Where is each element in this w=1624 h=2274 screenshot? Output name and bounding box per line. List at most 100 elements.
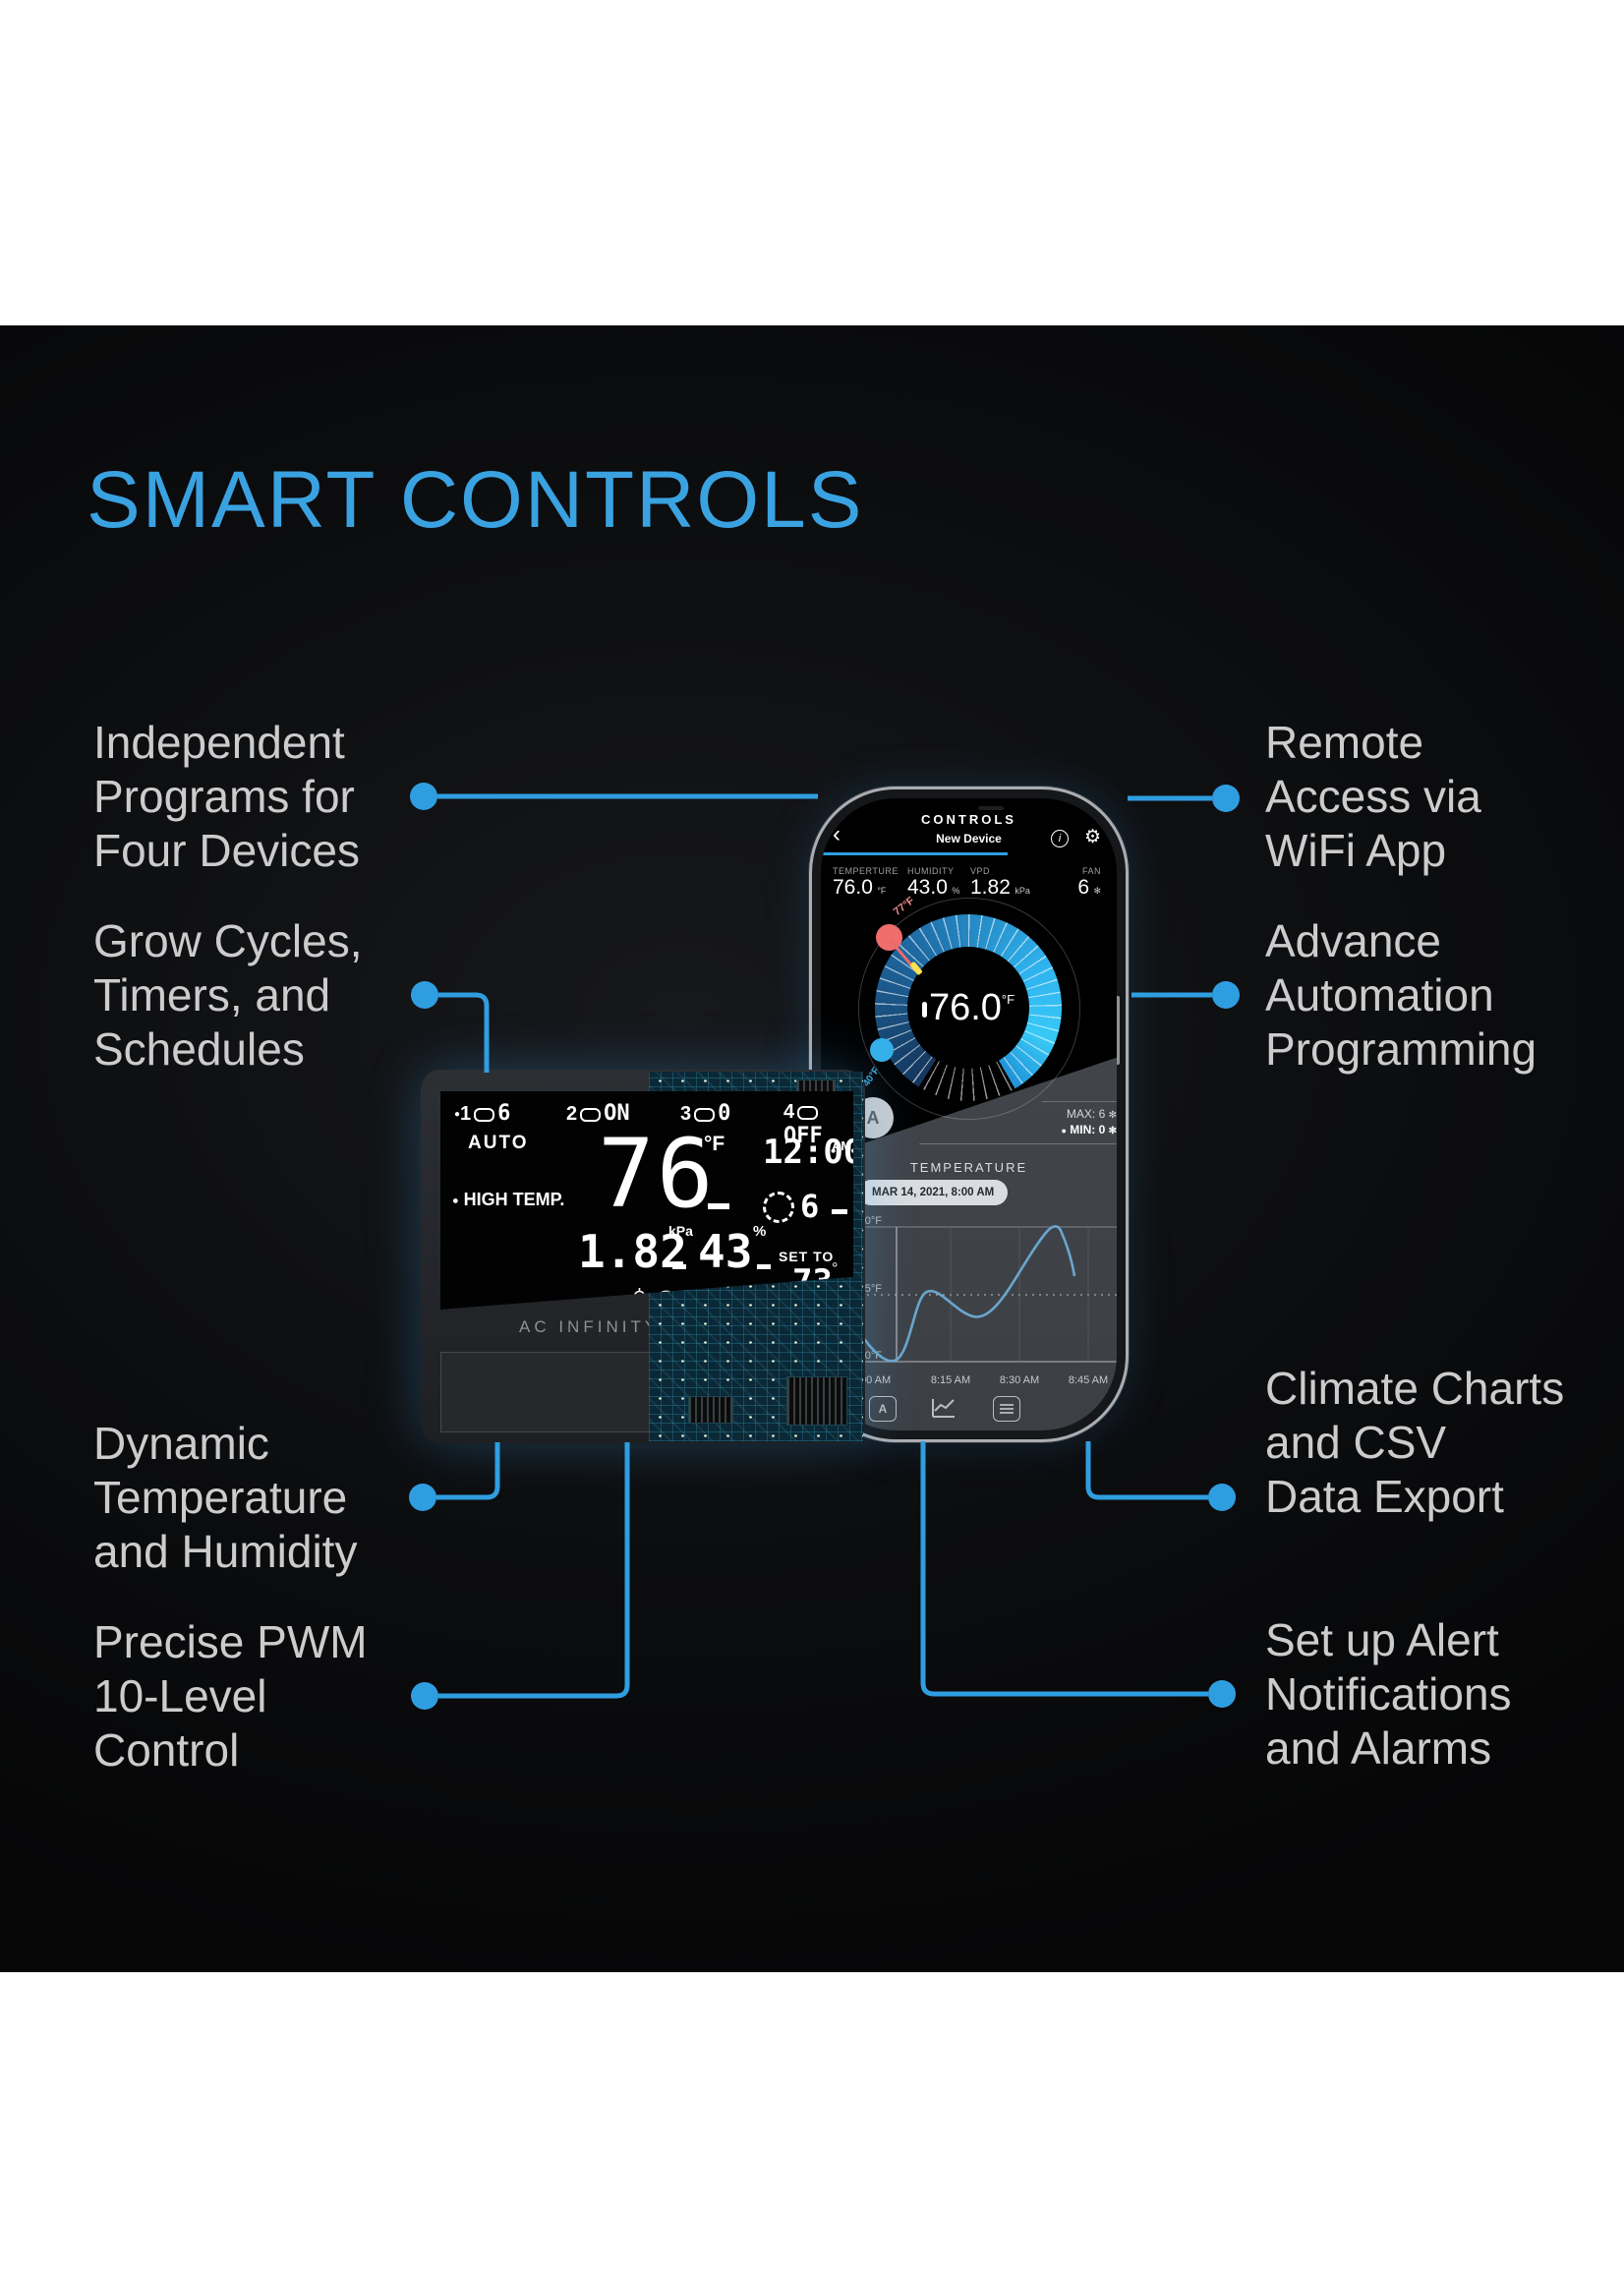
callout-line: Temperature [93,1472,348,1523]
max-label: MAX: [1066,1107,1096,1121]
callout-line: Advance [1265,915,1442,966]
port-1-status: ●1 6 [454,1101,510,1126]
phone-device: CONTROLS New Device ‹ i ⚙ TEMPERTURE 76.… [809,787,1129,1442]
divider [919,1143,1117,1144]
trend-dash [832,1209,847,1214]
stat-unit: °F [877,886,887,896]
temperature-curve [860,1225,1076,1363]
display-temp-unit: °F [704,1133,725,1155]
temperature-chart[interactable] [860,1221,1117,1369]
x-axis-label: 8:30 AM [999,1374,1040,1386]
stat-temperature: TEMPERTURE 76.0 °F [833,866,899,900]
callout-line: Remote [1265,717,1424,768]
speaker-slot [978,806,1004,810]
dial-value: 76.0 [928,986,1002,1028]
page-title: SMART CONTROLS [87,455,864,545]
dial-outer-ring [858,898,1080,1120]
info-icon[interactable]: i [1051,830,1069,847]
callout-line: Climate Charts [1265,1363,1565,1414]
display-fan-speed: 6 [800,1188,820,1225]
temperature-dial[interactable]: 76.0 °F 77°F 40°F [855,895,1081,1121]
x-axis-label: 8:15 AM [930,1374,971,1386]
callout-independent-programs: Independent Programs for Four Devices [93,716,360,878]
stat-vpd: VPD 1.82 kPa [970,866,1030,900]
device-name: New Device [936,832,1002,845]
phone-side-button [1115,996,1120,1065]
outlet-icon [797,1105,819,1120]
nav-auto-icon[interactable]: A [869,1396,897,1422]
stat-label: FAN [1081,866,1101,876]
callout-precise-pwm: Precise PWM 10-Level Control [93,1615,368,1778]
callout-line: Control [93,1724,240,1776]
gear-icon[interactable]: ⚙ [1084,827,1102,847]
stat-humidity: HUMIDITY 43.0 % [907,866,959,900]
chip [796,1079,836,1093]
callout-remote-access: Remote Access via WiFi App [1265,716,1481,878]
stat-unit: kPa [1015,886,1030,896]
callout-line: Programming [1265,1023,1537,1075]
fan-icon: ✻ [1108,1110,1117,1121]
setpoint-label: SET TO [779,1249,835,1264]
port-number: 4 [783,1101,795,1123]
trend-dash [708,1203,729,1209]
callout-advance-automation: Advance Automation Programming [1265,914,1537,1077]
callout-line: Data Export [1265,1471,1504,1522]
port-value: OFF [783,1124,823,1148]
alert-bullet: ● [452,1195,459,1207]
trend-dash [757,1264,771,1269]
callout-line: WiFi App [1265,825,1447,876]
phone-screen: CONTROLS New Device ‹ i ⚙ TEMPERTURE 76.… [821,798,1117,1430]
display-humidity: 43 [698,1225,753,1278]
callout-line: Programs for [93,771,355,822]
display-temperature: 76 [598,1119,716,1229]
fan-icon: ✻ [1108,1126,1117,1137]
callout-line: Access via [1265,771,1481,822]
fan-icon: ✻ [1093,886,1101,896]
app-title: CONTROLS [921,812,1016,827]
callout-alert-notifications: Set up Alert Notifications and Alarms [1265,1613,1512,1776]
callout-line: Schedules [93,1023,305,1075]
callout-line: Timers, and [93,969,331,1020]
brand-label: AC INFINITY [519,1317,661,1336]
section-title: TEMPERATURE [909,1160,1028,1175]
outlet-icon [694,1107,716,1122]
callout-line: and CSV [1265,1417,1447,1468]
chip [786,1376,847,1426]
stat-value: 43.0 [907,876,948,899]
back-icon[interactable]: ‹ [833,821,841,847]
dial-center: 76.0 °F [907,947,1029,1069]
stat-label: VPD [970,866,991,876]
mode-label: AUTO [468,1133,529,1153]
nav-chart-icon[interactable] [931,1396,957,1425]
min-row: ● MIN: 0 ✻ [978,1123,1117,1137]
dial-unit: °F [1001,991,1015,1007]
stat-label: TEMPERTURE [833,866,899,876]
callout-line: and Humidity [93,1526,358,1577]
divider [1042,1101,1117,1102]
stat-value: 1.82 [970,876,1011,899]
max-row: MAX: 6 ✻ [978,1107,1117,1121]
callout-line: and Alarms [1265,1722,1492,1774]
callout-line: Four Devices [93,825,360,876]
port-number: 1 [460,1103,472,1125]
alert-label: ● HIGH TEMP. [452,1190,564,1210]
callout-line: Set up Alert [1265,1614,1499,1665]
port-bullet: ● [454,1109,461,1121]
callout-dynamic-temp: Dynamic Temperature and Humidity [93,1417,357,1579]
port-value: 6 [497,1101,511,1126]
thermometer-icon [921,1002,927,1018]
hub-icon [631,1288,648,1310]
trend-dash [672,1264,686,1269]
date-pill[interactable]: MAR 14, 2021, 8:00 AM [858,1180,1009,1205]
setpoint-degree: ° [832,1260,839,1277]
chip [688,1396,733,1424]
stat-fan: FAN 6 ✻ [1042,866,1101,900]
nav-list-icon[interactable] [993,1396,1020,1422]
vpd-unit: kPa [668,1223,693,1239]
port-number: 3 [680,1103,692,1125]
low-marker-dot[interactable] [870,1038,894,1062]
alert-text: HIGH TEMP. [463,1190,565,1209]
display-clock: 12:00 [763,1133,864,1172]
